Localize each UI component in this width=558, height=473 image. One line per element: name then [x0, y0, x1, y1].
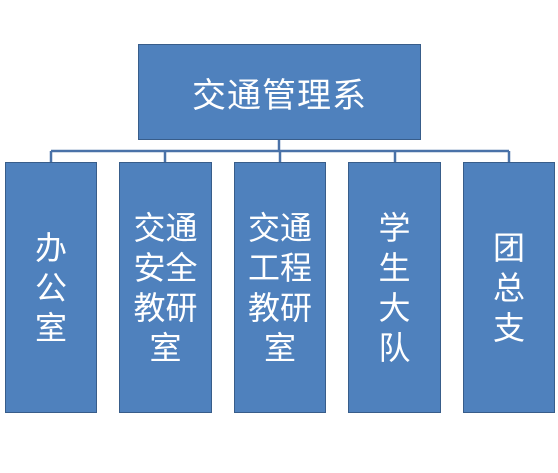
- org-child-label: 学 生 大 队: [378, 208, 411, 367]
- org-child-label: 办 公 室: [34, 228, 67, 347]
- org-child-label: 团 总 支: [492, 228, 525, 347]
- org-root-box: 交通管理系: [138, 44, 421, 140]
- org-child-label: 交通 安全 教研 室: [133, 208, 198, 367]
- org-child-label: 交通 工程 教研 室: [247, 208, 312, 367]
- org-child-box-student-brigade: 学 生 大 队: [348, 162, 441, 413]
- org-child-box-traffic-safety: 交通 安全 教研 室: [119, 162, 212, 413]
- org-child-box-traffic-engineering: 交通 工程 教研 室: [234, 162, 326, 413]
- org-child-box-league-branch: 团 总 支: [463, 162, 555, 413]
- org-child-box-office: 办 公 室: [5, 162, 97, 413]
- org-root-label: 交通管理系: [192, 75, 367, 116]
